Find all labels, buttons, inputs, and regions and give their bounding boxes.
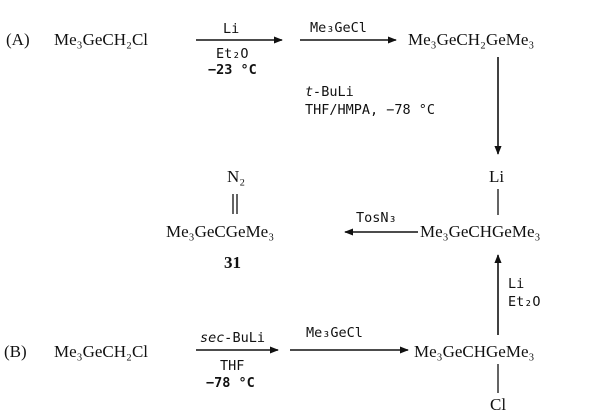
route-a-step3-reagent: t-BuLi [305, 84, 354, 100]
diazo-product: TosN₃ N₂ Me₃GeCGeMe₃ 31 [166, 167, 418, 272]
route-b-label: (B) [4, 342, 27, 361]
route-a: (A) Me₃GeCH₂Cl Li Et₂O −23 °C Me₃GeCl Me… [6, 20, 534, 155]
lithio-substituent: Li [489, 167, 504, 186]
route-b-step1-solvent: THF [220, 358, 244, 374]
route-a-step2-reagent: Me₃GeCl [310, 20, 367, 36]
product-substituent: N₂ [227, 167, 245, 186]
product-compound: Me₃GeCGeMe₃ [166, 222, 274, 241]
route-b-step2-reagent: Me₃GeCl [306, 325, 363, 341]
lithio-compound: Me₃GeCHGeMe₃ [420, 222, 541, 241]
route-a-label: (A) [6, 30, 30, 49]
route-b-start-compound: Me₃GeCH₂Cl [54, 342, 148, 361]
route-a-step1-reagent: Li [223, 21, 239, 37]
route-b: (B) Me₃GeCH₂Cl sec-BuLi THF −78 °C Me₃Ge… [4, 254, 541, 412]
route-b-substituent: Cl [490, 395, 506, 412]
route-a-step1-solvent: Et₂O [216, 46, 249, 62]
route-b-step1-temperature: −78 °C [206, 375, 255, 391]
route-b-step3-solvent: Et₂O [508, 294, 541, 310]
route-b-intermediate: Me₃GeCHGeMe₃ [414, 342, 535, 361]
route-b-step3-reagent: Li [508, 276, 524, 292]
route-a-step3-conditions: THF/HMPA, −78 °C [305, 102, 435, 118]
route-a-intermediate: Me₃GeCH₂GeMe₃ [408, 30, 534, 49]
lithio-intermediate: Li Me₃GeCHGeMe₃ [420, 167, 541, 241]
route-b-step1-reagent: sec-BuLi [200, 330, 265, 346]
route-a-start-compound: Me₃GeCH₂Cl [54, 30, 148, 49]
diazo-transfer-reagent: TosN₃ [356, 210, 397, 226]
route-a-step1-temperature: −23 °C [208, 62, 257, 78]
product-number: 31 [224, 253, 241, 272]
